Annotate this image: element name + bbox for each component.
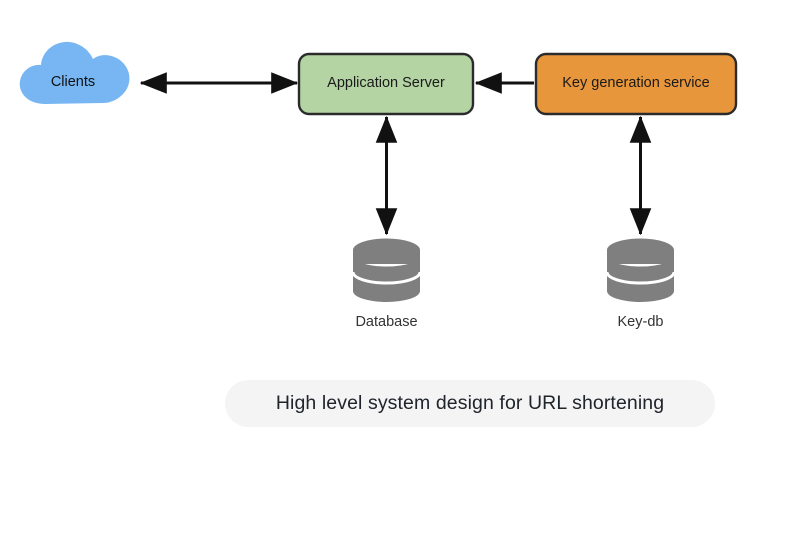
node-key-generation-service[interactable] <box>534 52 738 116</box>
key-generation-service-shape <box>534 52 738 116</box>
node-database[interactable] <box>351 238 422 303</box>
node-key-db[interactable] <box>605 238 676 303</box>
node-clients[interactable] <box>19 41 130 104</box>
database-label: Database <box>355 314 418 330</box>
node-application-server[interactable] <box>297 52 475 116</box>
caption-banner: High level system design for URL shorten… <box>225 380 715 427</box>
cloud-shape <box>19 41 130 104</box>
key-db-label: Key-db <box>617 314 664 330</box>
caption-text: High level system design for URL shorten… <box>275 392 665 414</box>
application-server-shape <box>297 52 475 116</box>
